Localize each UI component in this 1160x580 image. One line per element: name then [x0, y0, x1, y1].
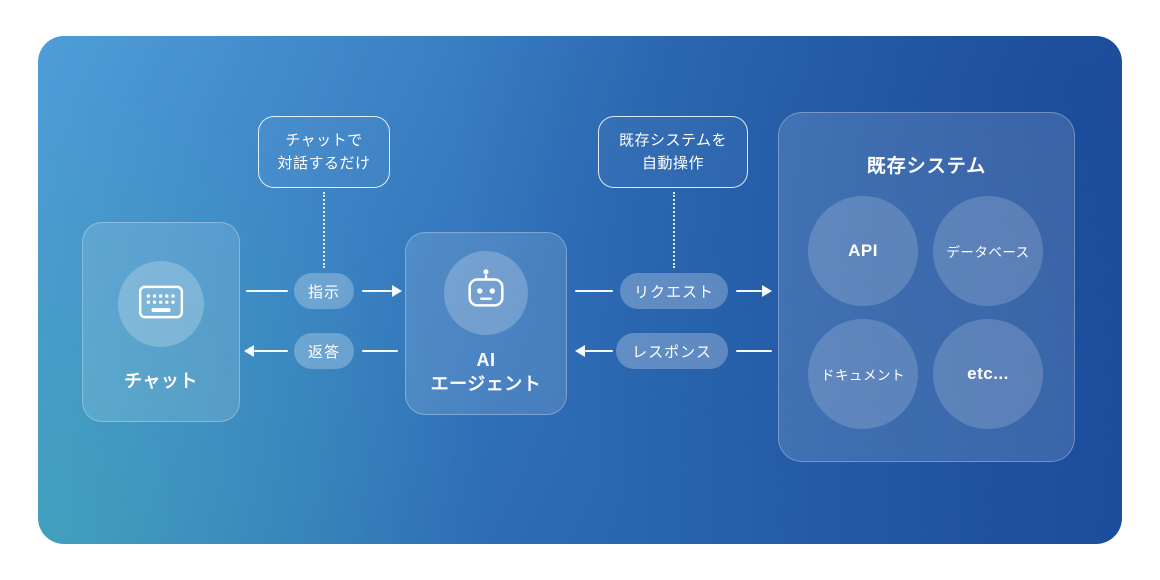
system-callout-dotted-connector: [673, 192, 675, 268]
chat-card-label: チャット: [124, 371, 198, 391]
system-node-etc: etc...: [933, 319, 1043, 429]
chat-callout-line1: チャットで: [285, 131, 363, 149]
system-to-response-line: [736, 350, 772, 352]
request-pill: リクエスト: [620, 273, 728, 309]
agent-card-label: AI エージェント: [431, 348, 542, 397]
system-node-database: データベース: [933, 196, 1043, 306]
system-node-api: API: [808, 196, 918, 306]
arrowhead-right-to-agent-icon: [392, 285, 402, 297]
instruction-to-agent-line: [362, 290, 392, 292]
arrowhead-left-to-agent-icon: [575, 345, 585, 357]
chat-callout-bubble: チャットで 対話するだけ: [258, 116, 390, 188]
response-to-agent-line: [585, 350, 613, 352]
agent-card: AI エージェント: [405, 232, 567, 415]
reply-pill: 返答: [294, 333, 354, 369]
system-node-document: ドキュメント: [808, 319, 918, 429]
arrowhead-right-to-system-icon: [762, 285, 772, 297]
response-pill: レスポンス: [616, 333, 728, 369]
system-callout-line1: 既存システムを: [618, 131, 728, 149]
agent-to-reply-line: [362, 350, 398, 352]
system-card: 既存システム API データベース ドキュメント etc...: [778, 112, 1075, 462]
system-card-title: 既存システム: [866, 156, 987, 177]
chat-callout-dotted-connector: [323, 192, 325, 268]
chat-icon-circle: [118, 261, 204, 347]
instruction-pill: 指示: [294, 273, 354, 309]
arrowhead-left-to-chat-icon: [244, 345, 254, 357]
robot-icon: [462, 267, 510, 320]
chat-callout-line2: 対話するだけ: [277, 155, 371, 172]
agent-icon-circle: [444, 251, 528, 335]
request-to-system-line: [736, 290, 762, 292]
chat-card: チャット: [82, 222, 240, 422]
agent-label-line2: エージェント: [430, 374, 542, 395]
diagram-panel: チャットで 対話するだけ 既存システムを 自動操作: [38, 36, 1122, 544]
agent-to-request-line: [575, 290, 613, 292]
chat-to-instruction-line: [246, 290, 288, 292]
system-callout-line2: 自動操作: [641, 155, 704, 172]
system-callout-bubble: 既存システムを 自動操作: [598, 116, 748, 188]
agent-label-line1: AI: [476, 350, 496, 370]
reply-to-chat-line: [254, 350, 288, 352]
keyboard-icon: [138, 284, 184, 325]
